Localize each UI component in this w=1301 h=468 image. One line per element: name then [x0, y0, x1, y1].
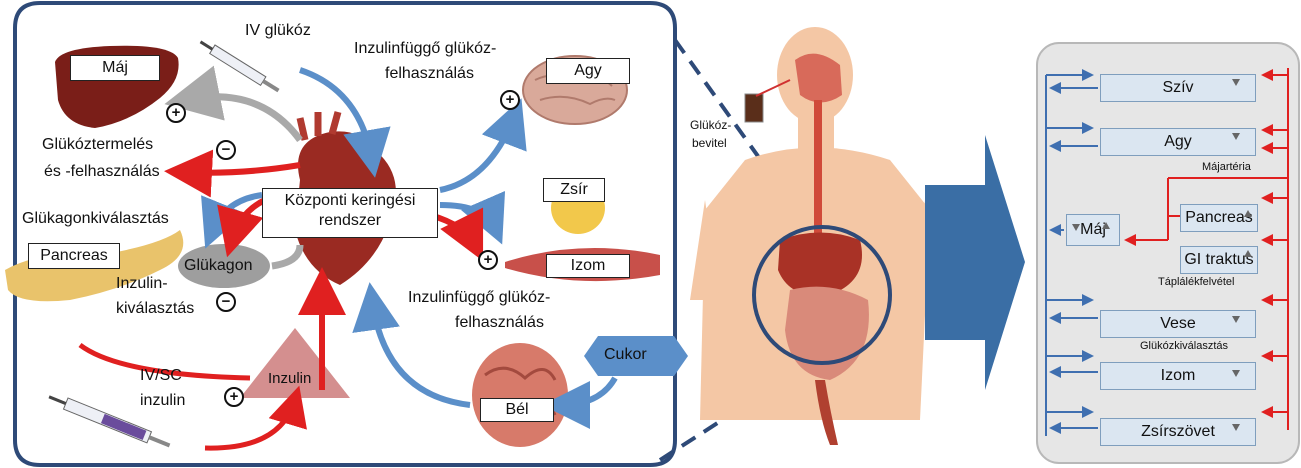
central-circulation-line-2: rendszer [263, 211, 437, 231]
flow-down-arrow [1072, 224, 1080, 231]
flow-up-arrow [1244, 250, 1252, 257]
flow-down-arrow [1232, 133, 1240, 140]
gut-shape [472, 343, 568, 447]
organ-kidney-label: Vese [1160, 315, 1196, 333]
body-silhouette [690, 27, 945, 445]
flow-down-arrow [1232, 316, 1240, 323]
glucose-production-label-1: Glükóztermelés [42, 136, 153, 154]
arrow-red-ivsc [205, 400, 295, 448]
brain-label: Agy [546, 58, 630, 84]
organ-box-pancreas: Pancreas [1180, 204, 1258, 232]
flow-down-arrow [1232, 424, 1240, 431]
glucagon-label: Glükagon [184, 257, 253, 275]
sugar-label: Cukor [604, 346, 647, 364]
insulin-dependent-top-1: Inzulinfüggő glükóz- [354, 40, 496, 58]
flow-down-arrow [1232, 79, 1240, 86]
organ-pancreas-label: Pancreas [1185, 209, 1253, 227]
hepatic-artery-label: Májartéria [1202, 161, 1251, 173]
central-circulation-line-1: Központi keringési [263, 191, 437, 211]
glucose-intake-label-2: bevitel [692, 136, 727, 150]
insulin-dependent-top-2: felhasználás [385, 65, 474, 83]
organ-box-adipose: Zsírszövet [1100, 418, 1256, 446]
glucose-production-minus-sign: − [216, 140, 236, 160]
glucose-intake-label-1: Glükóz- [690, 118, 731, 132]
central-circulation-box: Központi keringési rendszer [262, 188, 438, 238]
brain-plus-sign: + [500, 90, 520, 110]
liver-plus-sign: + [166, 103, 186, 123]
glass-icon [745, 94, 763, 122]
fat-label: Zsír [543, 178, 605, 202]
insulin-secretion-label-2: kiválasztás [116, 300, 194, 318]
nutrient-uptake-label: Táplálékfelvétel [1158, 276, 1234, 288]
glucagon-secretion-label: Glükagonkiválasztás [22, 210, 169, 228]
insulin-secretion-label-1: Inzulin- [116, 275, 168, 293]
flow-up-arrow [1244, 210, 1252, 217]
glucose-production-label-2: és -felhasználás [44, 163, 160, 181]
organ-brain-label: Agy [1164, 133, 1192, 151]
arrow-grey-glucagon [272, 245, 300, 266]
arrow-blue-brain [440, 115, 515, 190]
ivsc-insulin-label-2: inzulin [140, 392, 185, 410]
right-panel [1037, 43, 1299, 463]
flow-up-arrow [1102, 222, 1110, 229]
gut-label: Bél [480, 398, 554, 422]
muscle-label: Izom [546, 254, 630, 278]
arrow-grey-liver [185, 97, 300, 140]
muscle-plus-sign: + [478, 250, 498, 270]
organ-muscle-label: Izom [1161, 367, 1196, 385]
iv-glucose-label: IV glükóz [245, 22, 311, 40]
insulin-label: Inzulin [268, 370, 311, 388]
big-arrow [925, 135, 1025, 390]
flow-down-arrow [1232, 370, 1240, 377]
arrow-red-glucose-prod [182, 165, 300, 173]
pancreas-label: Pancreas [28, 243, 120, 269]
liver-label: Máj [70, 55, 160, 81]
organ-box-kidney: Vese [1100, 310, 1256, 338]
organ-heart-label: Szív [1162, 79, 1193, 97]
insulin-plus-sign: + [224, 387, 244, 407]
insulin-dependent-bottom-1: Inzulinfüggő glükóz- [408, 289, 550, 307]
syringe-top [198, 38, 281, 95]
glucagon-minus-sign: − [216, 292, 236, 312]
ivsc-insulin-label-1: IV/SC [140, 367, 182, 385]
organ-adipose-label: Zsírszövet [1141, 423, 1215, 441]
glucose-excretion-label: Glükózkiválasztás [1140, 340, 1228, 352]
insulin-dependent-bottom-2: felhasználás [455, 314, 544, 332]
arrow-blue-sugar [560, 378, 615, 405]
